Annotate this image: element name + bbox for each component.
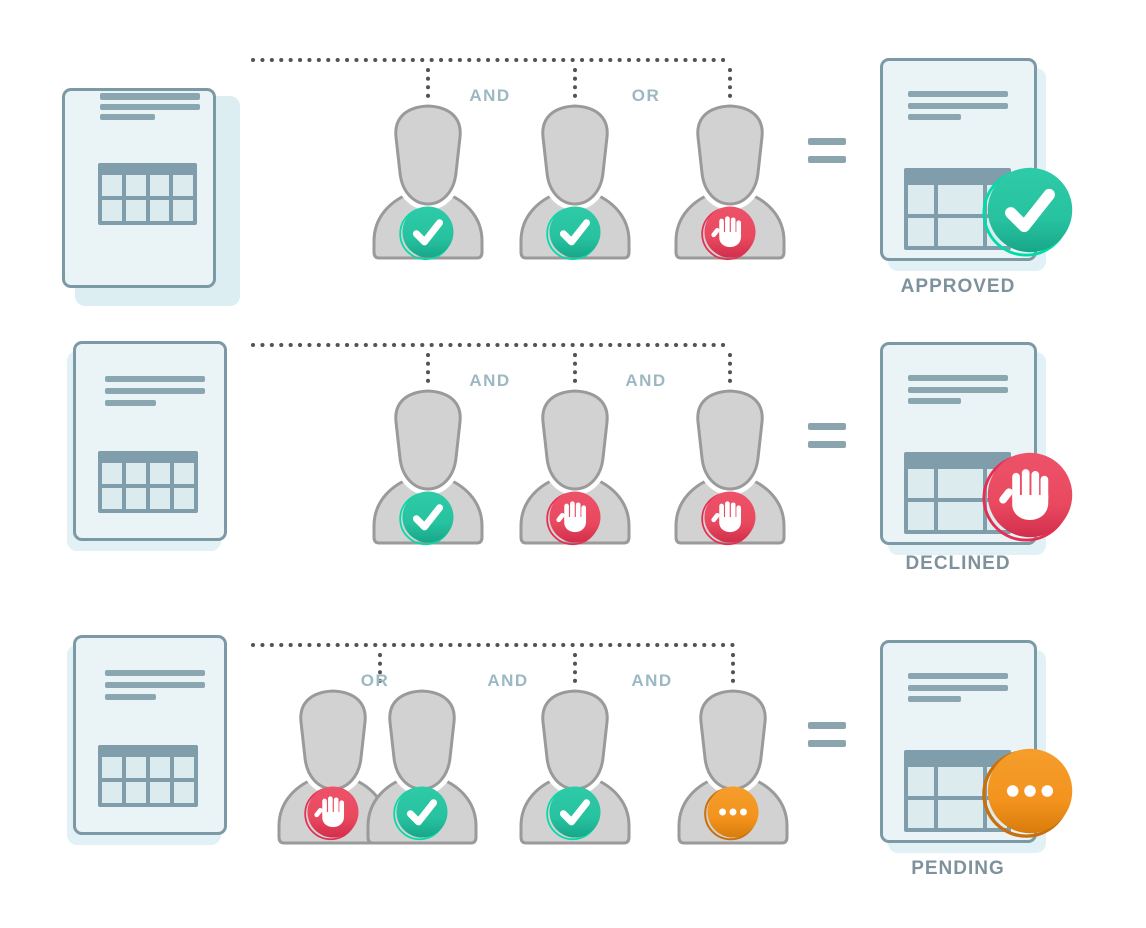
table-cell: [102, 200, 122, 221]
document-table: [98, 163, 197, 225]
document-text-line: [100, 104, 200, 110]
document-text-line: [105, 670, 205, 676]
operator-label: AND: [625, 371, 667, 390]
table-cell: [174, 488, 194, 509]
declined-badge stop-hand-icon: [701, 488, 759, 546]
table-cell: [938, 799, 983, 828]
declined-badge stop-hand-icon: [304, 783, 362, 841]
result-label: PENDING: [911, 858, 1005, 879]
operator-label: AND: [631, 671, 673, 690]
operator-label: AND: [469, 371, 511, 390]
table-cell: [173, 175, 193, 196]
table-cell: [908, 767, 934, 796]
document-text-line: [908, 91, 1008, 97]
table-cell: [102, 488, 122, 509]
declined-badge stop-hand-icon: [546, 488, 604, 546]
table-cell: [908, 469, 934, 498]
document-text-line: [908, 685, 1008, 691]
approved-badge check-icon: [546, 783, 604, 841]
table-cell: [938, 767, 983, 796]
table-cell: [938, 469, 983, 498]
table-cell: [149, 200, 170, 221]
operator-label: OR: [360, 671, 390, 690]
table-cell: [126, 463, 146, 484]
table-cell: [126, 782, 146, 803]
approved-badge check-icon: [393, 783, 451, 841]
document-text-line: [908, 398, 961, 404]
table-cell: [150, 488, 170, 509]
result-status-badge stop-hand-icon: [982, 447, 1078, 543]
result-status-badge check-icon: [982, 162, 1078, 258]
source-document: [73, 341, 227, 541]
connector-dotted-lines: [251, 343, 733, 391]
operator-label: AND: [469, 86, 511, 105]
table-header-bar: [102, 745, 194, 757]
operator-label: AND: [487, 671, 529, 690]
result-label: APPROVED: [900, 276, 1016, 297]
table-cell: [125, 200, 146, 221]
table-cell: [149, 175, 170, 196]
document-table: [98, 745, 198, 807]
table-cell: [938, 217, 983, 246]
table-header-bar: [102, 451, 194, 463]
result-status-badge ellipsis-icon: [982, 743, 1078, 839]
approved-badge check-icon: [546, 203, 604, 261]
table-cell: [173, 200, 193, 221]
table-cell: [908, 185, 934, 214]
table-cell: [174, 757, 194, 778]
table-cell: [150, 757, 170, 778]
pending-badge ellipsis-icon: [704, 783, 762, 841]
table-cell: [908, 217, 934, 246]
approved-badge check-icon: [399, 203, 457, 261]
declined-badge stop-hand-icon: [701, 203, 759, 261]
table-cell: [938, 501, 983, 530]
table-cell: [174, 463, 194, 484]
document-text-line: [908, 375, 1008, 381]
table-cell: [102, 463, 122, 484]
table-cell: [102, 757, 122, 778]
document-text-line: [105, 694, 156, 700]
table-cell: [150, 463, 170, 484]
document-text-line: [908, 103, 1008, 109]
document-table: [98, 451, 198, 513]
connector-dotted-lines: [251, 58, 733, 106]
result-label: DECLINED: [905, 553, 1011, 574]
table-cell: [102, 782, 122, 803]
document-text-line: [908, 114, 961, 120]
table-cell: [125, 175, 146, 196]
document-text-line: [908, 387, 1008, 393]
document-title-bar: [100, 93, 200, 100]
table-cell: [174, 782, 194, 803]
approved-badge check-icon: [399, 488, 457, 546]
table-cell: [908, 799, 934, 828]
document-text-line: [908, 696, 961, 702]
document-text-line: [105, 682, 205, 688]
connector-dotted-lines: [251, 643, 737, 691]
table-cell: [126, 488, 146, 509]
source-document: [73, 635, 227, 835]
document-text-line: [105, 400, 156, 406]
table-header-bar: [102, 163, 193, 175]
source-document: [62, 88, 216, 288]
document-text-line: [100, 114, 155, 120]
table-cell: [102, 175, 122, 196]
table-cell: [908, 501, 934, 530]
table-cell: [126, 757, 146, 778]
table-cell: [150, 782, 170, 803]
document-text-line: [908, 673, 1008, 679]
document-text-line: [105, 376, 205, 382]
document-text-line: [105, 388, 205, 394]
result-document: [880, 58, 1037, 261]
operator-label: OR: [631, 86, 661, 105]
table-cell: [938, 185, 983, 214]
